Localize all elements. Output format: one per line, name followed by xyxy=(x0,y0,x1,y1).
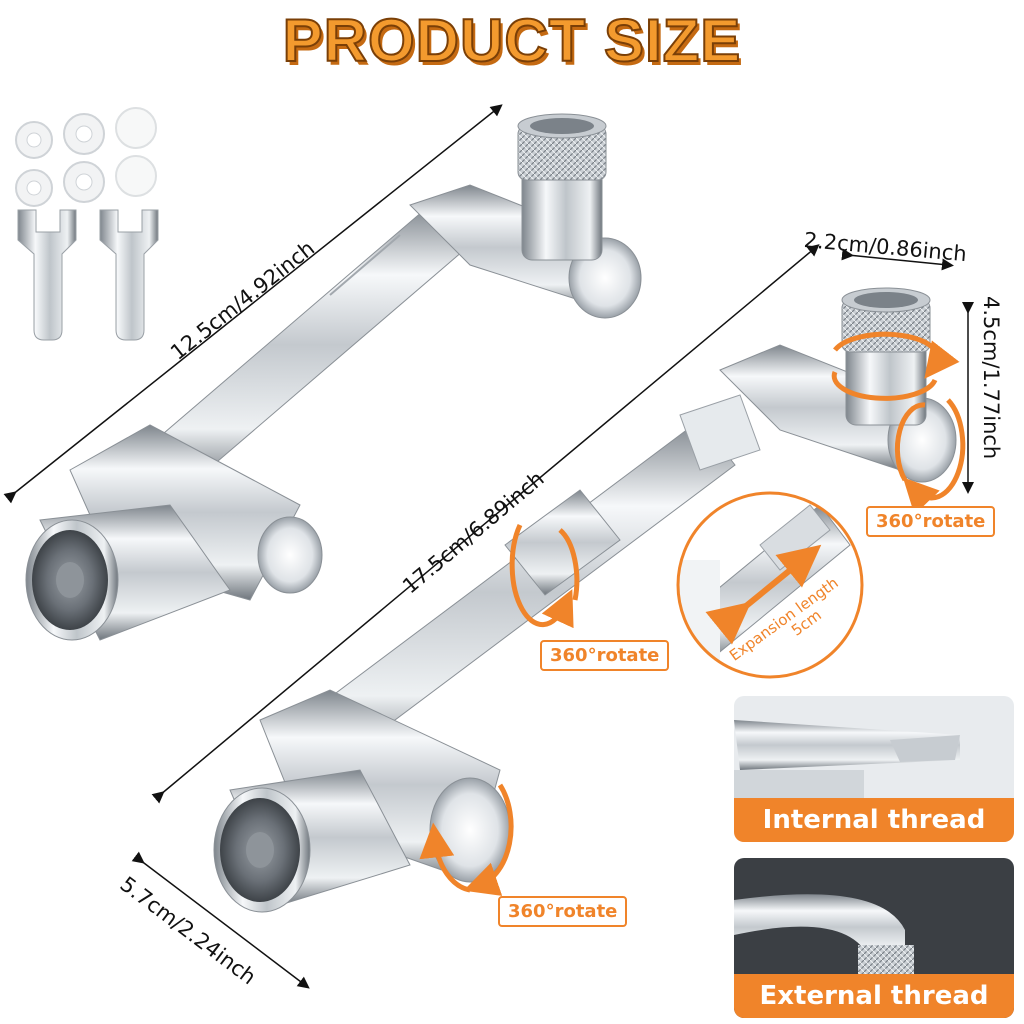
page-title: PRODUCT SIZE xyxy=(282,6,742,75)
external-thread-panel: External thread xyxy=(734,858,1014,1018)
rotate-badge-bottom: 360°rotate xyxy=(498,896,628,927)
accessory-wrenches xyxy=(17,209,159,341)
rotate-arrow-top xyxy=(831,331,966,515)
expansion-detail xyxy=(676,491,864,679)
dimension-lines xyxy=(3,104,974,989)
internal-thread-panel: Internal thread xyxy=(734,696,1014,842)
rotate-badge-middle: 360°rotate xyxy=(540,640,670,671)
connector-height-dimension: 4.5cm/1.77inch xyxy=(979,296,1003,460)
rotate-badge-top: 360°rotate xyxy=(866,506,996,537)
internal-thread-label: Internal thread xyxy=(734,798,1014,842)
external-thread-label: External thread xyxy=(734,974,1014,1018)
accessory-washers xyxy=(15,107,157,207)
